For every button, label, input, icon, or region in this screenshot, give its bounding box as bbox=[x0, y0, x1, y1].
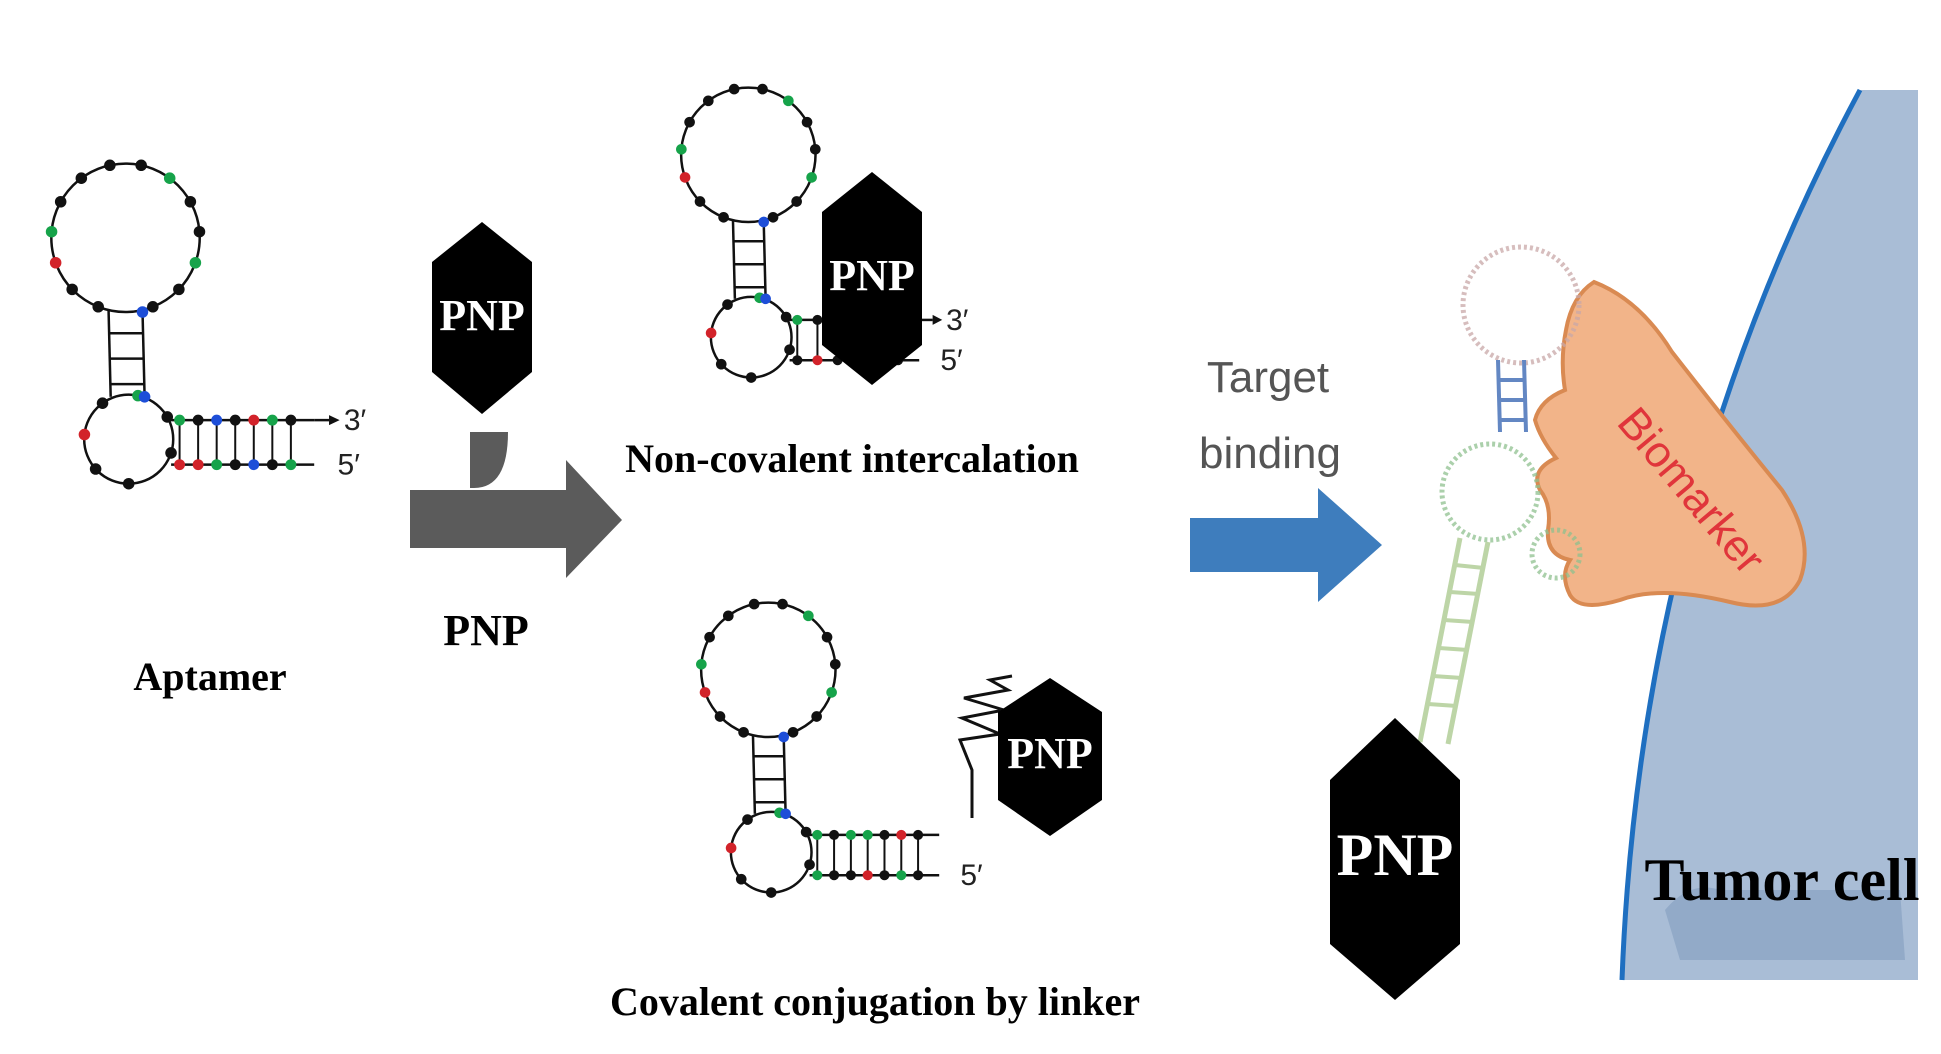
pnp-linked-particle: PNP bbox=[998, 678, 1102, 836]
end-3-label: 3′ bbox=[946, 304, 969, 337]
end-5-label: 5′ bbox=[338, 449, 361, 482]
pnp-bound-particle: PNP bbox=[1330, 718, 1460, 1000]
svg-text:PNP: PNP bbox=[1007, 729, 1093, 778]
linker bbox=[956, 674, 1013, 818]
target-binding-line2: binding bbox=[1199, 429, 1341, 478]
tumor-cell-label: Tumor cell bbox=[1644, 847, 1919, 913]
tumor-cell-shadow bbox=[1665, 887, 1905, 960]
svg-text:PNP: PNP bbox=[439, 291, 525, 340]
end-5-label: 5′ bbox=[940, 344, 963, 377]
aptamer-caption: Aptamer bbox=[133, 654, 286, 699]
pnp-arrow-label: PNP bbox=[443, 606, 529, 655]
end-5-label: 5′ bbox=[960, 859, 983, 892]
covalent-caption: Covalent conjugation by linker bbox=[610, 979, 1140, 1024]
aptamer-structure: 3′5′ bbox=[45, 159, 367, 490]
pnp-free-particle: PNP bbox=[432, 222, 532, 414]
svg-text:PNP: PNP bbox=[1337, 822, 1454, 888]
aptamer-bound-structure bbox=[1417, 244, 1583, 745]
target-binding-line1: Target bbox=[1207, 353, 1329, 402]
noncovalent-caption: Non-covalent intercalation bbox=[625, 436, 1079, 481]
aptamer-conjugated-structure: 5′ bbox=[696, 598, 983, 898]
pnp-intercalated-particle: PNP bbox=[822, 172, 922, 385]
svg-text:PNP: PNP bbox=[829, 251, 915, 300]
blue-arrow bbox=[1190, 488, 1382, 602]
gray-merge-arrow bbox=[410, 432, 622, 578]
biomarker-shape bbox=[1532, 279, 1807, 608]
end-3-label: 3′ bbox=[344, 404, 367, 437]
